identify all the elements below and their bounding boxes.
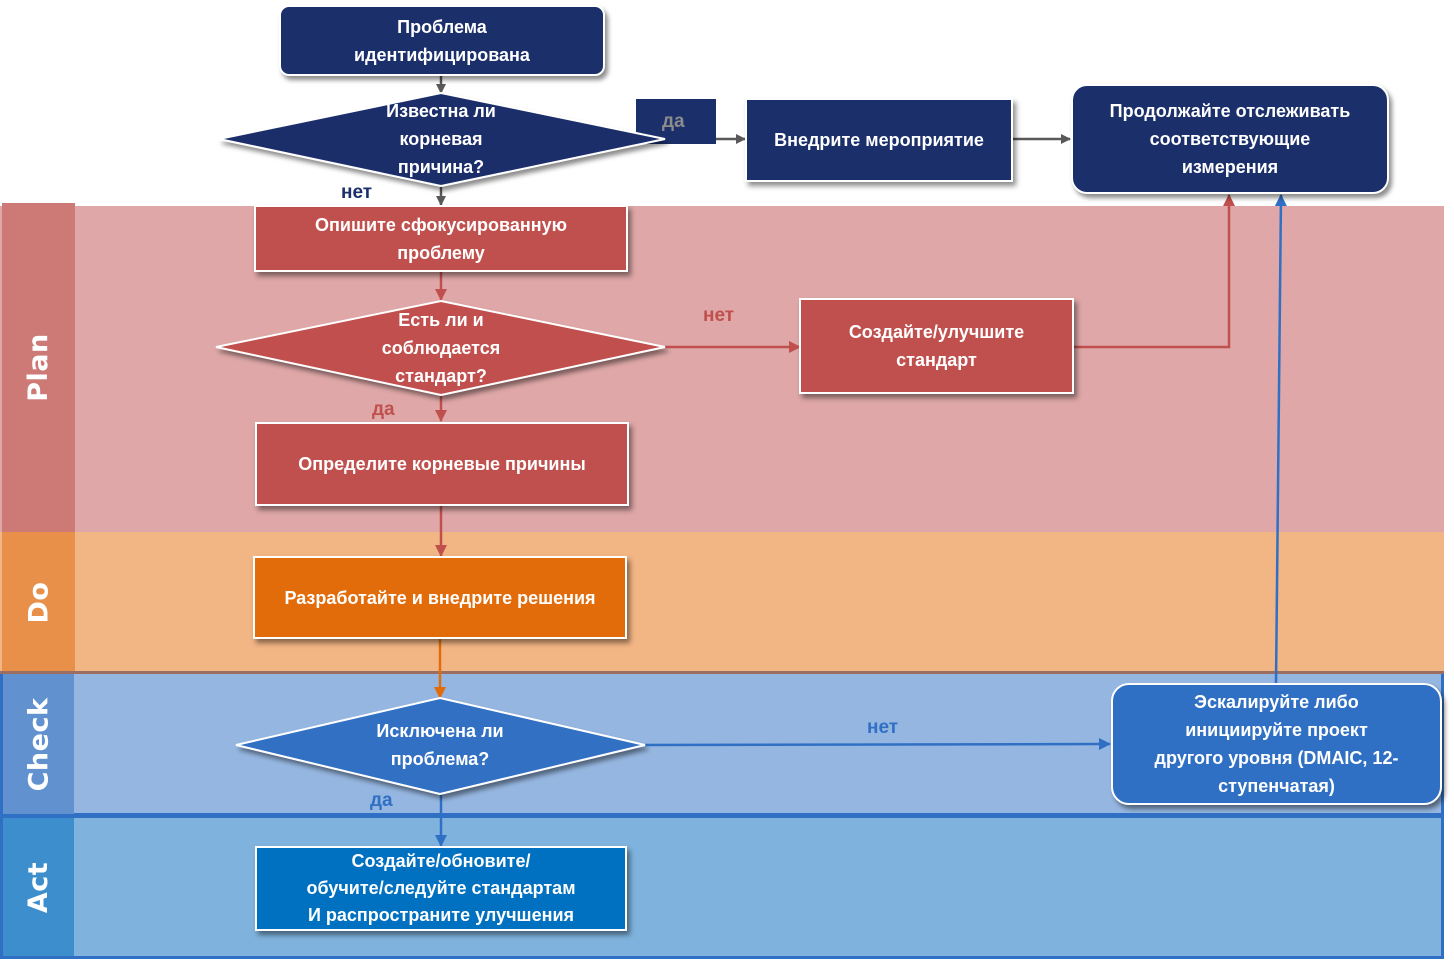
decision-problem-eliminated-text: Исключена ли проблема? [376,721,504,769]
lane-act-background [0,815,1444,959]
lane-plan-header: Plan [2,203,75,532]
lane-do-background [0,532,1444,673]
edge-label-standard-no: нет [703,305,735,326]
decision-root-cause-known [218,91,666,188]
arrow-create-standard-to-monitor [1073,194,1235,349]
decision-root-cause-known-text: Известна ли корневая причина? [386,101,496,177]
node-create-standard: Создайте/улучшите стандарт [799,298,1074,394]
arrow-eliminated-no [644,738,1111,751]
node-update-standards: Создайте/обновите/ обучите/следуйте стан… [255,846,627,931]
node-define-root-causes: Определите корневые причины [255,422,629,506]
node-implement-measure: Внедрите мероприятие [745,98,1013,182]
node-continue-monitoring: Продолжайте отслеживать соответствующие … [1071,84,1389,194]
lane-do-bottom-border [0,671,1444,674]
lane-act-header: Act [3,818,74,956]
decision-problem-eliminated [235,696,646,796]
edge-label-eliminated-no: нет [867,717,899,738]
lane-plan-background [0,206,1444,532]
node-describe-problem: Опишите сфокусированную проблему [254,205,628,272]
node-develop-solutions: Разработайте и внедрите решения [253,556,627,639]
decision-standard-exists [215,299,666,397]
edge-label-eliminated-yes: да [370,790,393,811]
node-escalate: Эскалируйте либо инициируйте проект друг… [1111,683,1442,805]
arrow-escalate-to-monitor [1274,194,1287,685]
edge-label-root-no: нет [341,182,373,203]
lane-do-header: Do [2,532,75,673]
edge-label-standard-yes: да [372,399,395,420]
edge-label-root-yes: да [662,111,685,132]
decision-standard-exists-text: Есть ли и соблюдается стандарт? [381,310,501,386]
lane-check-header: Check [3,674,74,814]
node-problem-identified: Проблема идентифицирована [279,5,605,76]
